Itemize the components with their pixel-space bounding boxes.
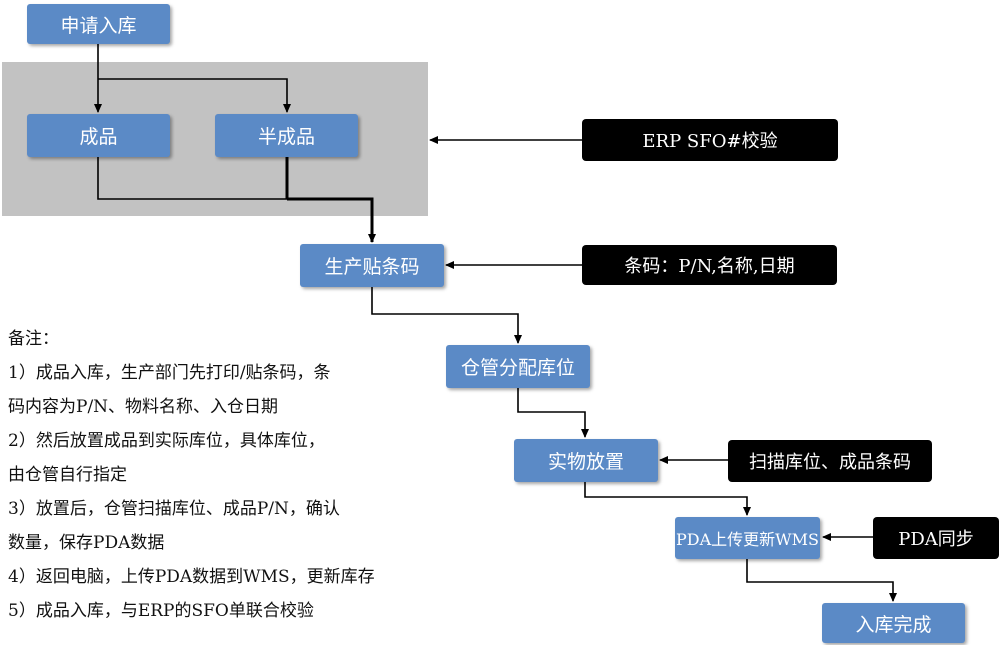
node-apply-inbound: 申请入库	[27, 4, 170, 44]
annotation-scan: 扫描库位、成品条码	[728, 440, 932, 482]
node-semi-finished: 半成品	[215, 114, 358, 157]
node-pda-upload: PDA上传更新WMS	[675, 517, 820, 559]
note-line: 2）然后放置成品到实际库位，具体库位，	[8, 431, 325, 451]
annotation-barcode-content: 条码：P/N,名称,日期	[582, 245, 837, 285]
node-physical-placement: 实物放置	[514, 439, 658, 482]
link-upload-to-done	[746, 559, 897, 602]
node-finished-goods: 成品	[27, 114, 170, 157]
link-apply-to-semi	[98, 78, 291, 113]
notes-panel: 备注： 1）成品入库，生产部门先打印/贴条码，条 码内容为P/N、物料名称、入仓…	[8, 322, 403, 628]
note-line: 数量，保存PDA数据	[8, 533, 165, 553]
note-line: 5）成品入库，与ERP的SFO单联合校验	[8, 601, 314, 621]
notes-title: 备注：	[8, 329, 59, 349]
link-group-to-label	[287, 197, 374, 242]
annotation-pda-sync: PDA同步	[873, 517, 999, 559]
note-line: 由仓管自行指定	[8, 465, 127, 485]
node-assign-location: 仓管分配库位	[446, 345, 590, 388]
link-place-to-upload	[584, 482, 751, 516]
link-label-to-assign	[371, 287, 522, 344]
annotation-erp-check: ERP SFO#校验	[582, 119, 838, 161]
note-line: 4）返回电脑，上传PDA数据到WMS，更新库存	[8, 567, 375, 587]
note-line: 1）成品入库，生产部门先打印/贴条码，条	[8, 363, 331, 383]
note-line: 3）放置后，仓管扫描库位、成品P/N，确认	[8, 499, 340, 519]
link-assign-to-place	[517, 388, 589, 438]
node-print-barcode: 生产贴条码	[300, 244, 444, 287]
note-line: 码内容为P/N、物料名称、入仓日期	[8, 397, 279, 417]
node-inbound-complete: 入库完成	[822, 603, 965, 643]
